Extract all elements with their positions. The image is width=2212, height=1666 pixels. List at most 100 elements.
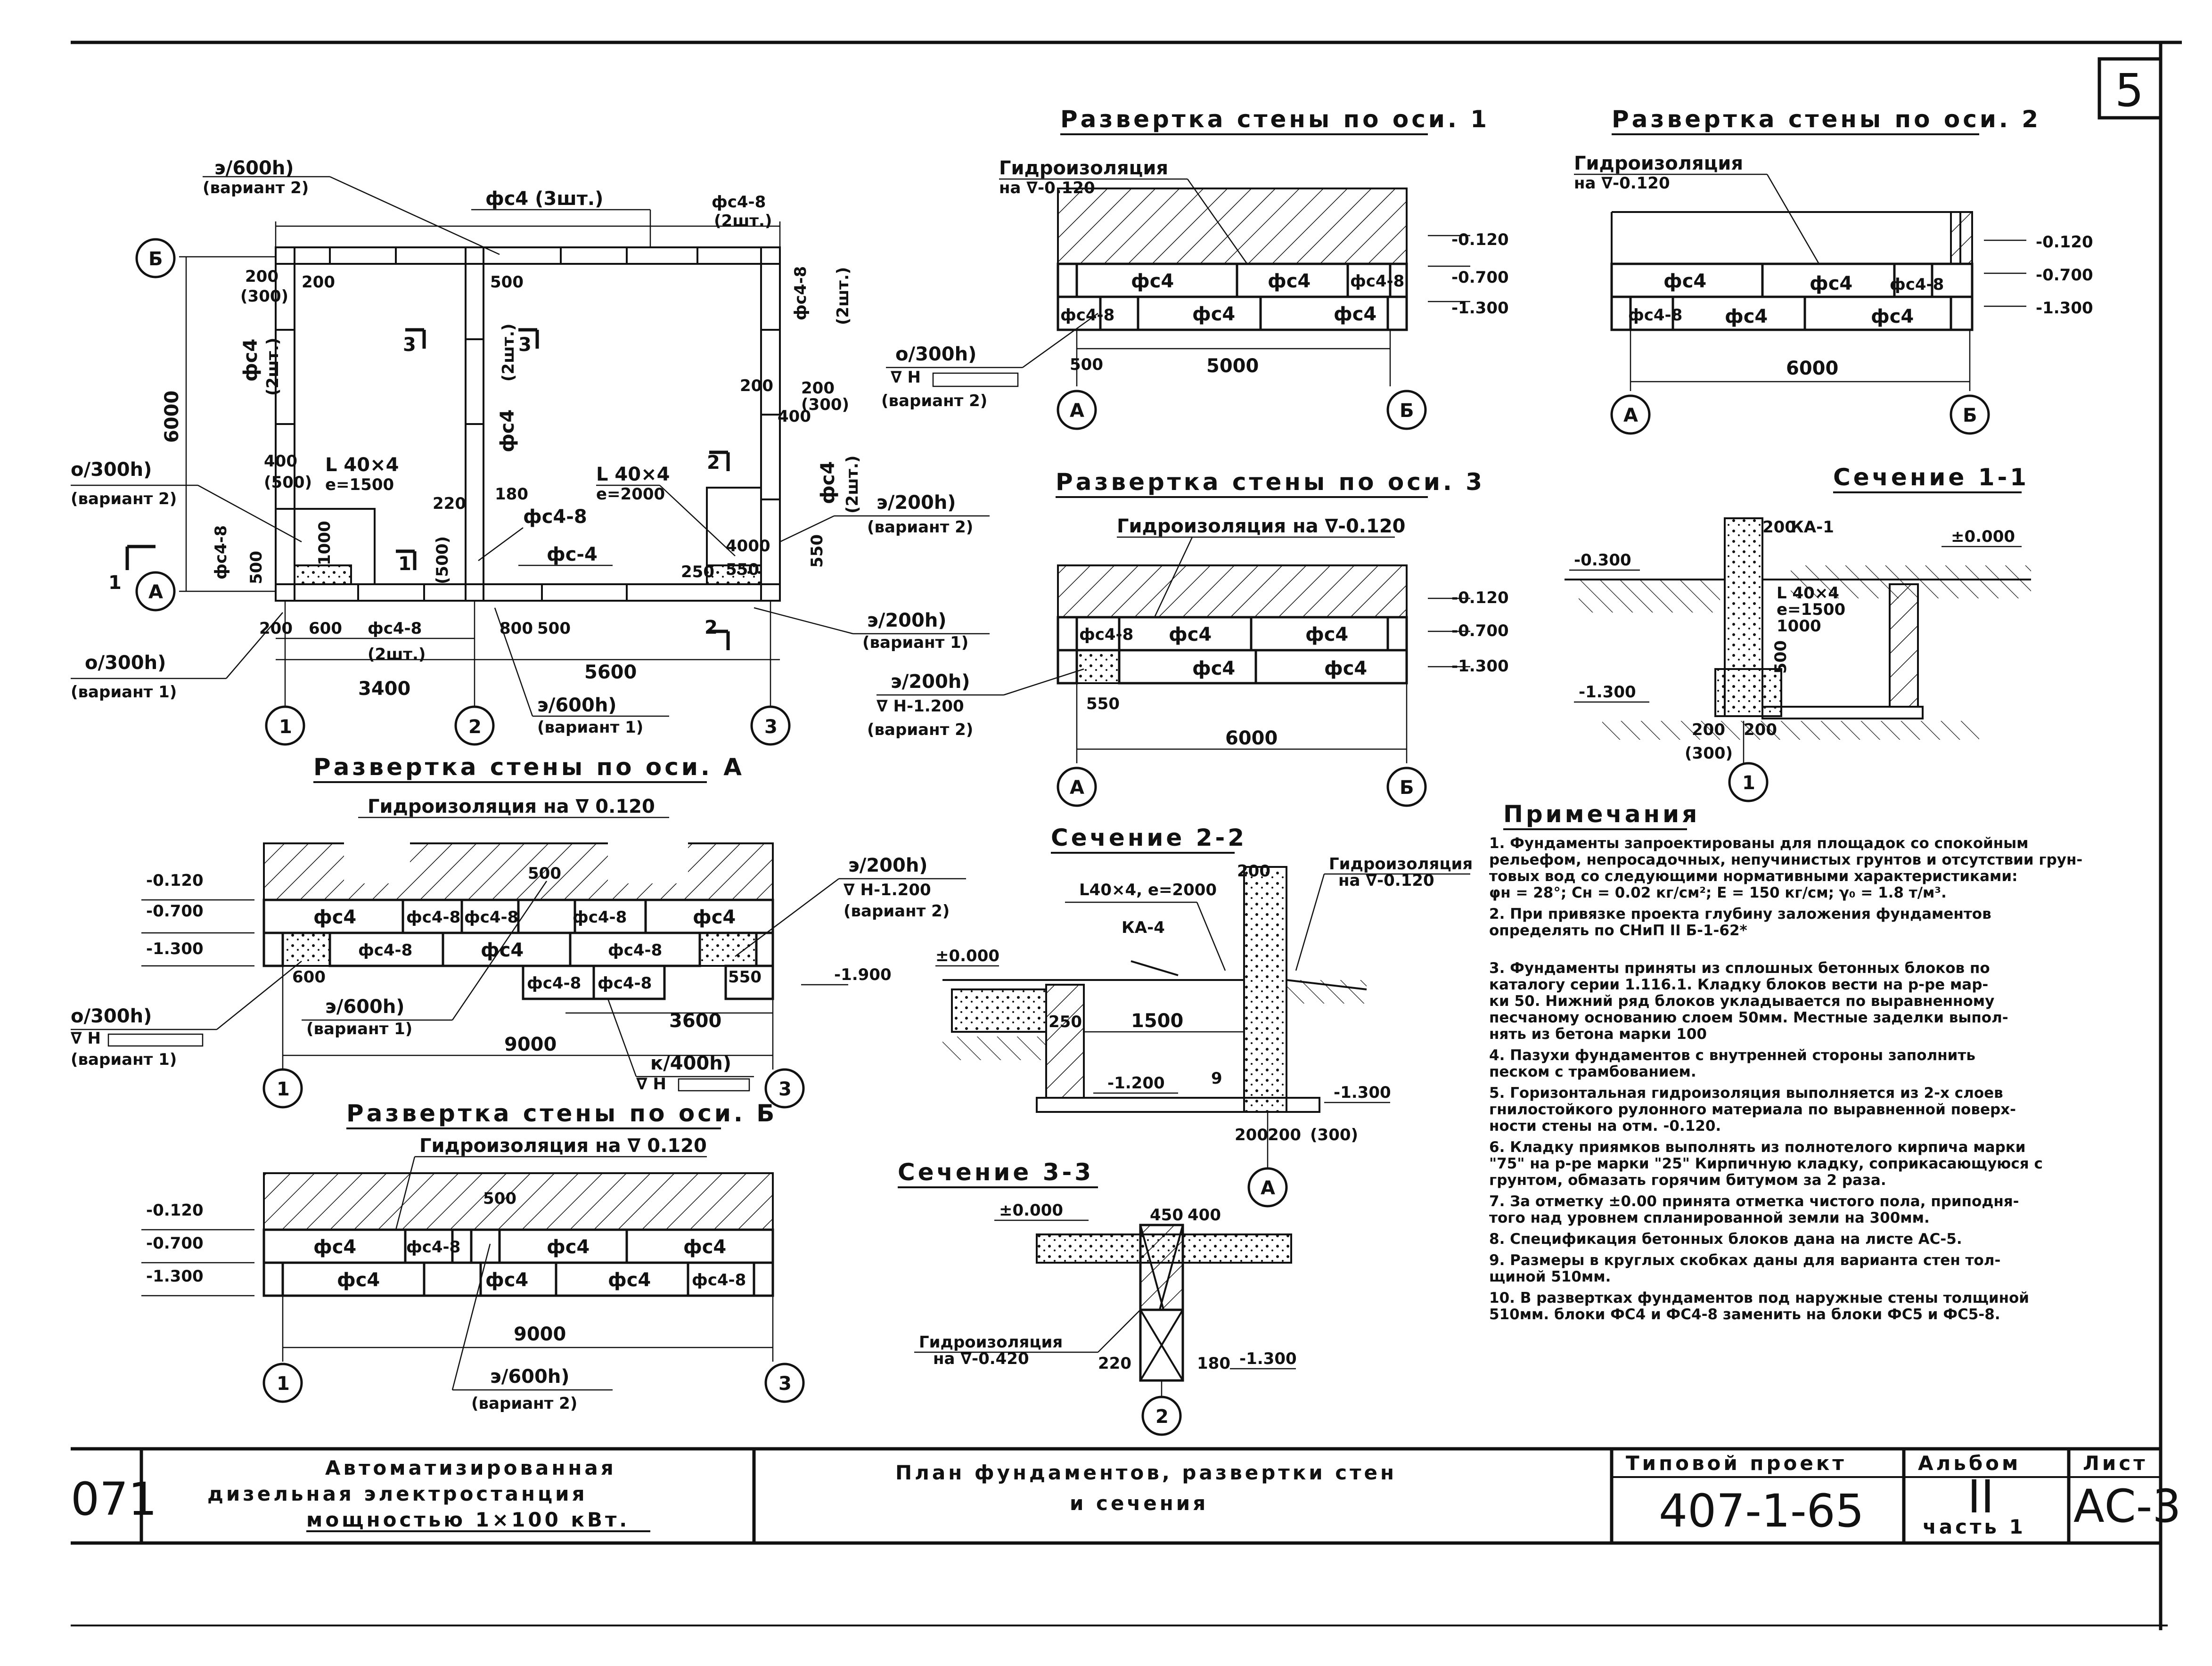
- elev2-hydro-mark: на ∇-0.120: [1574, 174, 1670, 193]
- plan-label-e600-v2: э/600h): [214, 157, 294, 179]
- plan-label-o300-v1-var: (вариант 1): [71, 683, 177, 702]
- plan-label-fs4-right: фс4: [817, 461, 839, 504]
- sec22-d250: 250: [1049, 1013, 1082, 1031]
- elev3-dim-6000: 6000: [1225, 727, 1278, 749]
- page-number: 5: [2115, 64, 2144, 117]
- title-block: 071 Автоматизированная дизельная электро…: [71, 1447, 2181, 1545]
- note-line-21: того над уровнем спланированной земли на…: [1489, 1209, 1930, 1226]
- section-1-1: Сечение 1-1 КА-1 ±0.000 -0.300 -1.300 L …: [1565, 464, 2031, 802]
- elevB-block-bot-4: фс4-8: [692, 1271, 746, 1290]
- section-2-2: Сечение 2-2 L40×4, е=2000 КА-4 Гидроизол…: [935, 824, 1473, 1208]
- elevB-hydro: Гидроизоляция на ∇ 0.120: [419, 1135, 707, 1157]
- plan-dim-600: 600: [309, 619, 342, 638]
- sec33-d450: 450: [1150, 1206, 1183, 1225]
- plan-dim-400b: 400: [778, 407, 811, 426]
- plan-dim-500e: (500): [433, 536, 452, 584]
- elevA-axis-1: 1: [277, 1078, 290, 1100]
- plan-label-e200-v2b: э/200h): [891, 671, 970, 693]
- elev1-level-1: -0.120: [1451, 230, 1509, 249]
- note-line-19: грунтом, обмазать горячим битумом за 2 р…: [1489, 1172, 1886, 1189]
- note-line-9: ки 50. Нижний ряд блоков укладывается по…: [1489, 993, 1994, 1010]
- note-line-17: 6. Кладку приямков выполнять из полнотел…: [1489, 1139, 2026, 1156]
- note-line-6: определять по СНиП II Б-1-62*: [1489, 922, 1747, 939]
- sec22-title: Сечение 2-2: [1051, 824, 1247, 851]
- plan-dim-500b: (500): [264, 473, 312, 492]
- elevA-dim-550: 550: [728, 968, 762, 987]
- elev2-axis-a-marker: [1610, 394, 1651, 435]
- list-label: Лист: [2083, 1452, 2148, 1475]
- plan-label-2sht-top: (2шт.): [714, 212, 772, 230]
- tp-label: Типовой проект: [1626, 1452, 1847, 1475]
- elevB-block-bot-2: фс4: [485, 1269, 528, 1291]
- plan-label-fs48-left: фс4-8: [212, 525, 230, 580]
- elevA-block-top-1: фс4: [313, 906, 356, 928]
- elev1-o300: о/300h): [895, 343, 976, 365]
- sec11-m1300: -1.300: [1579, 683, 1636, 702]
- notes-block: Примечания 1. Фундаменты запроектированы…: [1489, 800, 2082, 1323]
- elev3-title: Развертка стены по оси. 3: [1056, 468, 1485, 496]
- elev1-block-bot-3: фс4: [1334, 303, 1376, 325]
- sec33-zero: ±0.000: [999, 1201, 1063, 1220]
- elevA-block-top-4: фс4-8: [573, 908, 627, 927]
- elev1-axis-a-marker: [1057, 390, 1097, 430]
- elevation-axis-2: Развертка стены по оси. 2 Гидроизоляция …: [1574, 106, 2093, 435]
- sec22-d9: 9: [1211, 1069, 1222, 1088]
- elev1-dim-5000: 5000: [1206, 355, 1259, 377]
- sec22-axis-marker: [1247, 1167, 1288, 1208]
- plan-dim-200d: 200: [801, 379, 835, 398]
- note-line-23: 9. Размеры в круглых скобках даны для ва…: [1489, 1252, 2000, 1269]
- sec33-d400: 400: [1188, 1206, 1221, 1225]
- plan-label-e1500: е=1500: [325, 475, 394, 494]
- elevation-axis-a: Развертка стены по оси. А Гидроизоляция …: [71, 753, 966, 1109]
- elevB-block-top-3: фс4: [547, 1236, 590, 1258]
- plan-label-fs4-8-top: фс4-8: [712, 193, 766, 212]
- plan-label-e200-v2: э/200h): [877, 492, 956, 514]
- elevA-axis-3-marker: [764, 1068, 805, 1109]
- plan-axis-a-marker: [135, 571, 176, 612]
- plan-dim-400: 400: [264, 452, 297, 471]
- plan-label-o300-v1: о/300h): [85, 652, 166, 674]
- sec11-axis: 1: [1742, 772, 1755, 794]
- elev1-level-2: -0.700: [1451, 268, 1509, 287]
- plan-label-e600-v1-var: (вариант 1): [537, 718, 643, 737]
- plan-dim-1000: 1000: [315, 521, 334, 565]
- elevB-block-bot-1: фс4: [337, 1269, 380, 1291]
- elevA-e600: э/600h): [325, 996, 405, 1018]
- plan-dim-6000: 6000: [161, 391, 183, 443]
- note-line-2: рельефом, непросадочных, непучинистых гр…: [1489, 851, 2082, 868]
- elev1-o300-mark: ∇ Н: [891, 368, 921, 387]
- elev2-block-top-1: фс4: [1663, 270, 1706, 292]
- note-line-10: песчаному основанию слоем 50мм. Местные …: [1489, 1009, 2008, 1026]
- sec22-zero: ±0.000: [935, 947, 999, 965]
- page-number-box: [2097, 57, 2163, 120]
- elevA-e200: э/200h): [848, 855, 928, 876]
- elevation-axis-3: Развертка стены по оси. 3 Гидроизоляция …: [867, 468, 1509, 807]
- elevA-o300-mark: ∇ Н: [71, 1029, 101, 1048]
- elev2-axis-b: Б: [1963, 405, 1977, 426]
- plan-axis-a: А: [148, 581, 163, 603]
- plan-dim-500d: 500: [537, 619, 571, 638]
- elevA-o300-var: (вариант 1): [71, 1050, 177, 1069]
- plan-section-3-left: 3: [403, 334, 416, 356]
- plan-dim-550: 550: [726, 560, 759, 579]
- elevA-dim-600: 600: [292, 968, 326, 987]
- section-3-3: Сечение 3-3 ±0.000 450 400 Гидроизоляция…: [898, 1159, 1297, 1436]
- left-code: 071: [71, 1473, 157, 1526]
- note-line-7: 3. Фундаменты приняты из сплошных бетонн…: [1489, 960, 1990, 977]
- elevA-block-bot-1: фс4-8: [358, 941, 412, 960]
- plan-section-2-top: 2: [707, 452, 720, 474]
- elevB-axis-3: 3: [778, 1373, 792, 1395]
- sec11-d1000: 1000: [1777, 617, 1821, 636]
- elevA-level-2: -0.700: [146, 902, 204, 921]
- plan-label-fs4-right-cnt: (2шт.): [843, 456, 862, 514]
- elev2-hydro: Гидроизоляция: [1574, 153, 1743, 174]
- plan-section-1-right: 1: [398, 553, 411, 575]
- sec33-axis-marker: [1141, 1396, 1182, 1436]
- elev1-title: Развертка стены по оси. 1: [1060, 106, 1490, 133]
- plan-label-L40-2: L 40×4: [596, 464, 670, 485]
- note-line-20: 7. За отметку ±0.00 принята отметка чист…: [1489, 1193, 2019, 1210]
- note-line-18: "75" на р-ре марки "25" Кирпичную кладку…: [1489, 1155, 2043, 1172]
- plan-label-fs4-mid: фс4: [497, 409, 518, 452]
- elev2-block-bot-3: фс4: [1871, 306, 1914, 327]
- elev2-block-top-3: фс4-8: [1890, 275, 1944, 294]
